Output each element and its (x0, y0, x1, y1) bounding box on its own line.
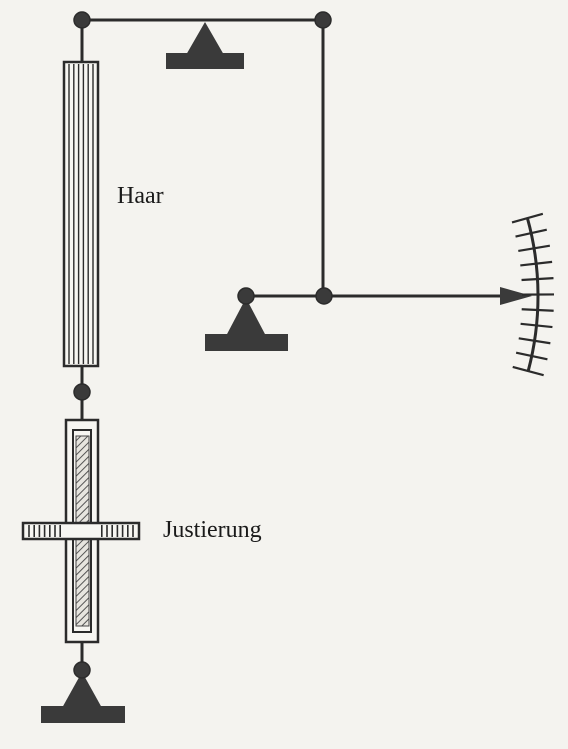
scale-tick (515, 228, 548, 238)
joint-hair-bottom (73, 383, 91, 401)
bottom-anchor-support (41, 672, 125, 723)
scale-tick (521, 308, 554, 312)
scale-tick (518, 337, 551, 345)
dial-scale (511, 212, 555, 377)
hair-bundle (62, 20, 100, 392)
scale-tick (518, 244, 551, 253)
joint-pointer-lever (315, 287, 333, 305)
hair-label: Haar (117, 183, 164, 209)
pivot-joints (73, 11, 333, 679)
scale-tick (520, 260, 553, 267)
joint-screw-bottom (73, 661, 91, 679)
joint-pointer-pivot (237, 287, 255, 305)
scale-tick (520, 322, 553, 329)
pointer-lever (246, 287, 532, 305)
pointer-fulcrum-support (205, 298, 288, 351)
top-lever (82, 18, 325, 296)
scale-tick (515, 351, 548, 361)
adjustment-label: Justierung (163, 517, 262, 543)
pointer-arrowhead (500, 287, 532, 305)
top-fulcrum-support (166, 22, 244, 69)
adjustment-wheel (21, 521, 141, 541)
scale-tick (521, 277, 554, 282)
joint-top-right (314, 11, 332, 29)
joint-top-left (73, 11, 91, 29)
scale-tick (512, 365, 544, 377)
scale-tick (511, 212, 544, 224)
